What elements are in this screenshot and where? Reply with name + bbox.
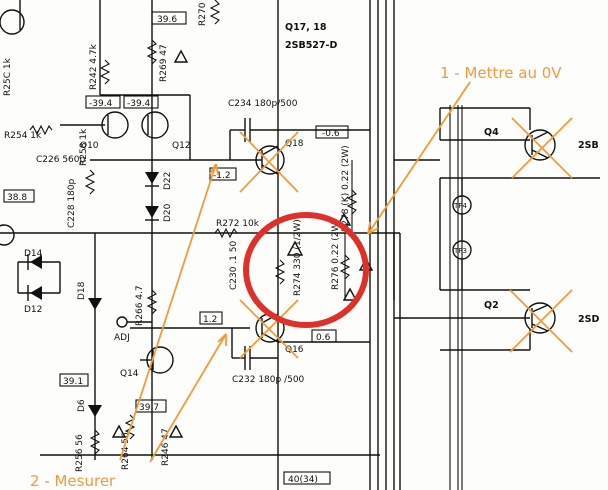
label-r242: R242 4.7k — [89, 43, 99, 90]
annotation-step-2: 2 - Mesurer — [30, 472, 116, 490]
voltage-1-2: 1.2 — [203, 315, 217, 325]
transistor-q2-symbol — [524, 302, 556, 334]
label-r264: R264 56 — [121, 432, 131, 470]
label-r246: R246 47 — [161, 428, 171, 466]
voltage-40-34: 40(34) — [288, 475, 318, 485]
voltage-39-4-right: -39.4 — [127, 99, 151, 109]
label-d18: D18 — [77, 281, 87, 300]
label-tp4: TP4 — [453, 202, 467, 210]
label-d22: D22 — [163, 172, 173, 190]
label-c226: C226 560p — [36, 155, 86, 165]
highlight-circle — [243, 212, 369, 328]
label-q10: Q10 — [80, 141, 99, 151]
voltage-38-8: 38.8 — [7, 193, 27, 203]
bias-adjust-pot — [116, 316, 128, 328]
voltage-39-6: 39.6 — [157, 15, 177, 25]
label-c232: C232 180p /500 — [232, 375, 305, 385]
label-q16: Q16 — [285, 345, 304, 355]
annotation-step-1: 1 - Mettre au 0V — [440, 64, 562, 82]
voltage-39-7: 39.7 — [139, 403, 159, 413]
label-adj: ADJ — [114, 333, 130, 343]
voltage-39-4-left: -39.4 — [89, 99, 113, 109]
label-r276: R276 0.22 (2W) — [331, 219, 341, 290]
rails — [0, 0, 401, 490]
label-q2-part: 2SD — [578, 314, 599, 325]
label-r254: R254 1k — [4, 131, 42, 141]
label-q2: Q2 — [484, 300, 499, 311]
removed-component-marks — [239, 117, 573, 359]
supply-bus-lines — [369, 0, 463, 490]
label-d6: D6 — [77, 399, 87, 412]
label-r25c: R25C 1k — [3, 57, 13, 96]
label-r256: R256 56 — [75, 434, 85, 472]
label-q4-part: 2SB — [578, 140, 599, 151]
voltage-minus-1-2: -1.2 — [213, 171, 231, 181]
annotation-arrows — [119, 81, 471, 463]
label-q17-18: Q17, 18 — [285, 22, 327, 33]
label-q14: Q14 — [120, 369, 139, 379]
label-r278: R278 (K) 0.22 (2W) — [341, 145, 351, 232]
label-r274: R274 330 (1/2W) — [293, 219, 303, 296]
label-r270: R270 — [198, 2, 208, 26]
label-r272: R272 10k — [216, 219, 260, 229]
voltage-39-1: 39.1 — [63, 377, 83, 387]
label-r269: R269 47 — [159, 44, 169, 82]
label-r258: R258 1k — [79, 128, 89, 166]
label-q17-part: 2SB527-D — [285, 40, 337, 51]
label-q18: Q18 — [285, 139, 304, 149]
label-r266: R266 4.7 — [135, 285, 145, 326]
label-c228: C228 180p — [67, 178, 77, 228]
label-tp3: TP3 — [453, 247, 467, 255]
label-d12: D12 — [24, 305, 42, 315]
label-d20: D20 — [163, 203, 173, 222]
label-c234: C234 180p/500 — [228, 99, 298, 109]
transistor-q4-symbol — [524, 129, 556, 161]
voltage-0-6: 0.6 — [316, 333, 331, 343]
voltage-minus-0-6: -0.6 — [322, 129, 340, 139]
driver-stage — [229, 118, 285, 370]
voltage-readings: 39.6 -39.4 -39.4 -0.6 -1.2 1.2 0.6 38.8 … — [3, 11, 349, 485]
resistors — [29, 0, 358, 455]
label-q12: Q12 — [172, 141, 191, 151]
label-q4: Q4 — [484, 127, 499, 138]
label-d14: D14 — [24, 249, 43, 259]
output-stage — [394, 107, 600, 351]
label-c230: C230 .1 50 — [229, 241, 239, 290]
diodes — [17, 172, 159, 460]
component-labels: Q17, 18 2SB527-D Q18 Q16 Q10 Q12 Q14 Q4 … — [3, 2, 599, 472]
